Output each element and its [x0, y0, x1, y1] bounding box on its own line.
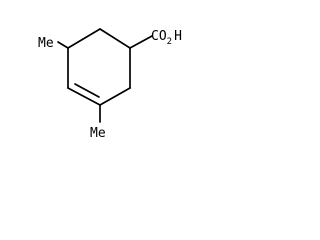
carboxyl-subscript: 2	[167, 37, 172, 47]
methyl-label-top: Me	[38, 36, 54, 51]
bond-c2-c3	[99, 28, 131, 49]
bond-c3-carboxyl	[129, 35, 153, 49]
bond-c1-c2	[67, 28, 101, 49]
carboxyl-prefix: CO	[151, 29, 167, 44]
carboxyl-suffix: H	[174, 29, 182, 44]
bond-c4-c5	[99, 87, 131, 106]
methyl-label-bottom: Me	[90, 126, 106, 141]
bond-c5-c6-inner	[74, 83, 100, 98]
bond-c5-c6	[67, 87, 101, 106]
bond-c1-methyl	[57, 41, 69, 49]
